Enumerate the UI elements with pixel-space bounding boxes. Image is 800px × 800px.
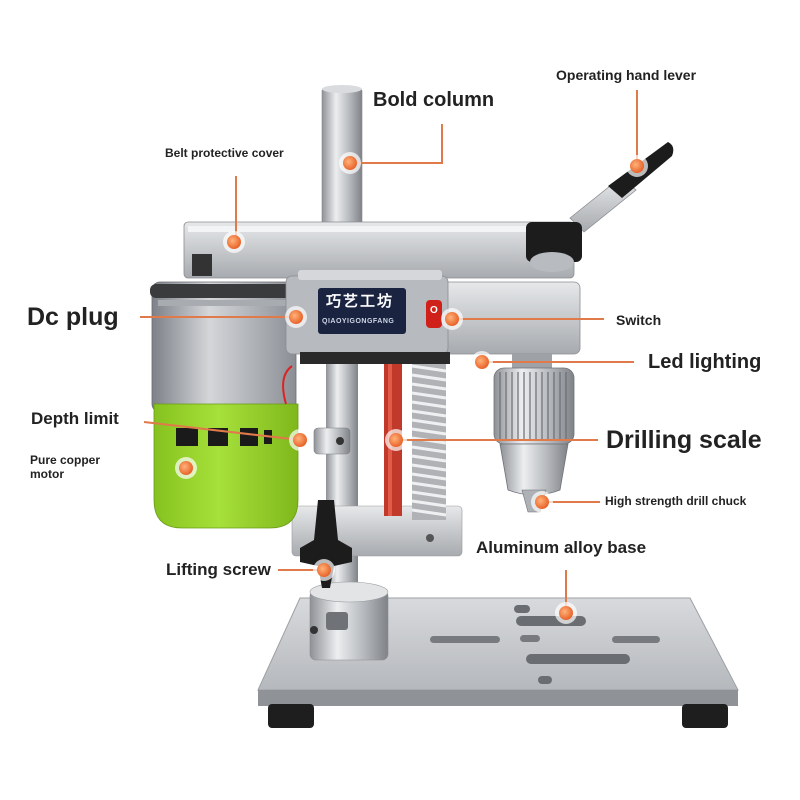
spring-coil: [411, 481, 447, 490]
label-led-lighting: Led lighting: [648, 351, 762, 373]
label-copper-motor-line2: motor: [30, 467, 64, 481]
label-dc-plug: Dc plug: [27, 303, 119, 331]
switch-mark: O: [430, 305, 438, 316]
motor: [150, 281, 299, 529]
depth-limit-collar: [313, 427, 351, 455]
spring-coil: [411, 445, 447, 454]
dot-drilling-scale: [385, 429, 407, 451]
spring-coil: [411, 472, 447, 481]
label-base: Aluminum alloy base: [476, 538, 647, 557]
brand-name-cn: 巧艺工坊: [326, 293, 395, 310]
dot-depth-limit: [289, 429, 311, 451]
label-lifting-screw: Lifting screw: [166, 560, 271, 579]
head-housing: [285, 270, 581, 364]
dot-led-lighting: [471, 351, 493, 373]
dot-bold-column: [339, 152, 361, 174]
spring-coil: [411, 490, 447, 499]
drill-chuck: [493, 354, 575, 513]
spring-coil: [411, 364, 447, 373]
dot-dc-plug: [285, 306, 307, 328]
spring-coil: [411, 391, 447, 400]
dot-belt-cover: [223, 231, 245, 253]
dot-drill-chuck: [531, 491, 553, 513]
label-operating-lever: Operating hand lever: [556, 67, 697, 83]
dot-base: [555, 602, 577, 624]
brand-name-en: QIAOYIGONGFANG: [322, 318, 395, 325]
leader-lines: [140, 90, 638, 613]
label-switch: Switch: [616, 312, 662, 328]
dot-lifting-screw: [313, 559, 335, 581]
dot-switch: [441, 308, 463, 330]
spring-coil: [411, 418, 447, 427]
spring-coil: [411, 508, 447, 517]
dot-operating-lever: [626, 155, 648, 177]
label-copper-motor-line1: Pure copper: [30, 453, 101, 467]
belt-cover: [183, 221, 575, 279]
spring-coil: [411, 454, 447, 463]
label-drill-chuck: High strength drill chuck: [605, 494, 747, 508]
spring-coil: [411, 400, 447, 409]
spring-coil: [411, 373, 447, 382]
spring-coil: [411, 427, 447, 436]
callout-dots: [175, 152, 648, 624]
spring-coil: [411, 463, 447, 472]
spring-coil: [411, 499, 447, 508]
dot-copper-motor: [175, 457, 197, 479]
label-drilling-scale: Drilling scale: [606, 426, 762, 454]
label-bold-column: Bold column: [373, 89, 495, 111]
hand-lever: [526, 142, 674, 272]
label-depth-limit: Depth limit: [31, 409, 119, 428]
label-belt-cover: Belt protective cover: [165, 146, 284, 160]
lifting-screw-knob: [300, 500, 352, 588]
spring-coil: [411, 409, 447, 418]
spring-coil: [411, 382, 447, 391]
